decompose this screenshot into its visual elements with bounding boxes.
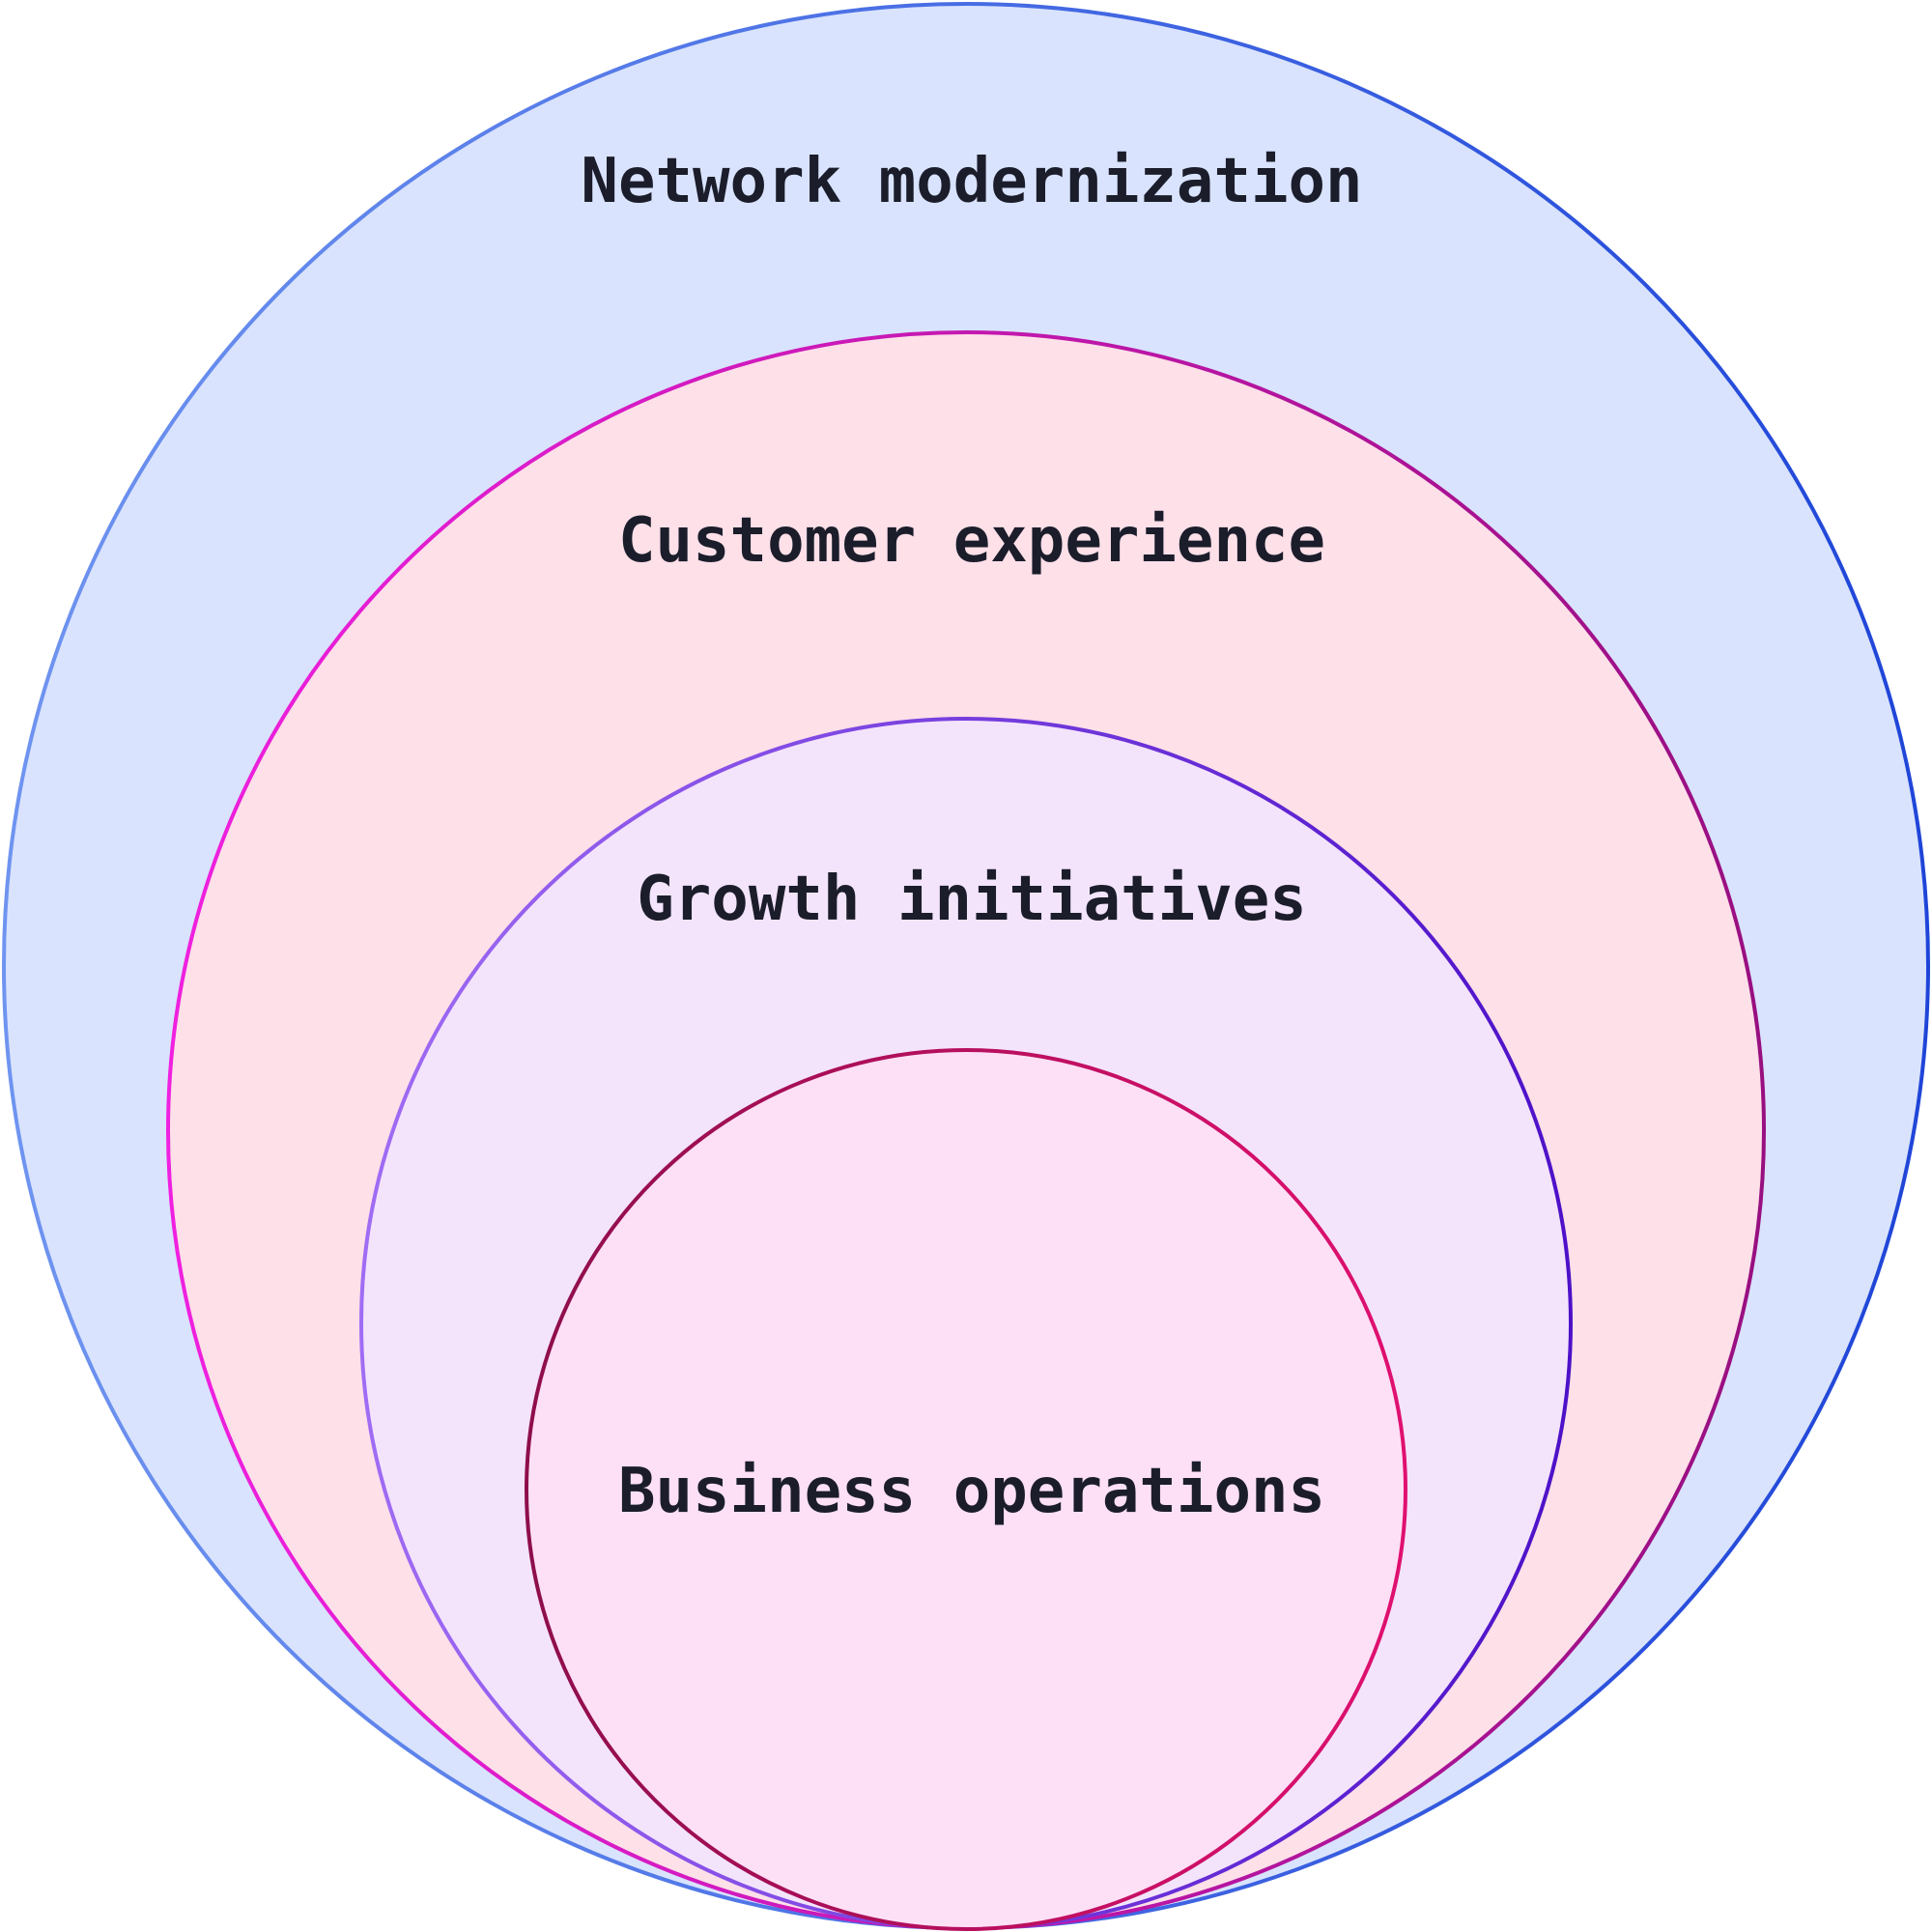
ring-growth-initiatives-label: Growth initiatives	[637, 864, 1307, 935]
ring-business-operations: Business operations	[525, 1048, 1407, 1931]
ring-network-modernization-label: Network modernization	[581, 146, 1362, 217]
ring-business-operations-circle	[525, 1048, 1407, 1931]
ring-business-operations-label: Business operations	[618, 1456, 1325, 1527]
ring-customer-experience-label: Customer experience	[618, 505, 1325, 577]
